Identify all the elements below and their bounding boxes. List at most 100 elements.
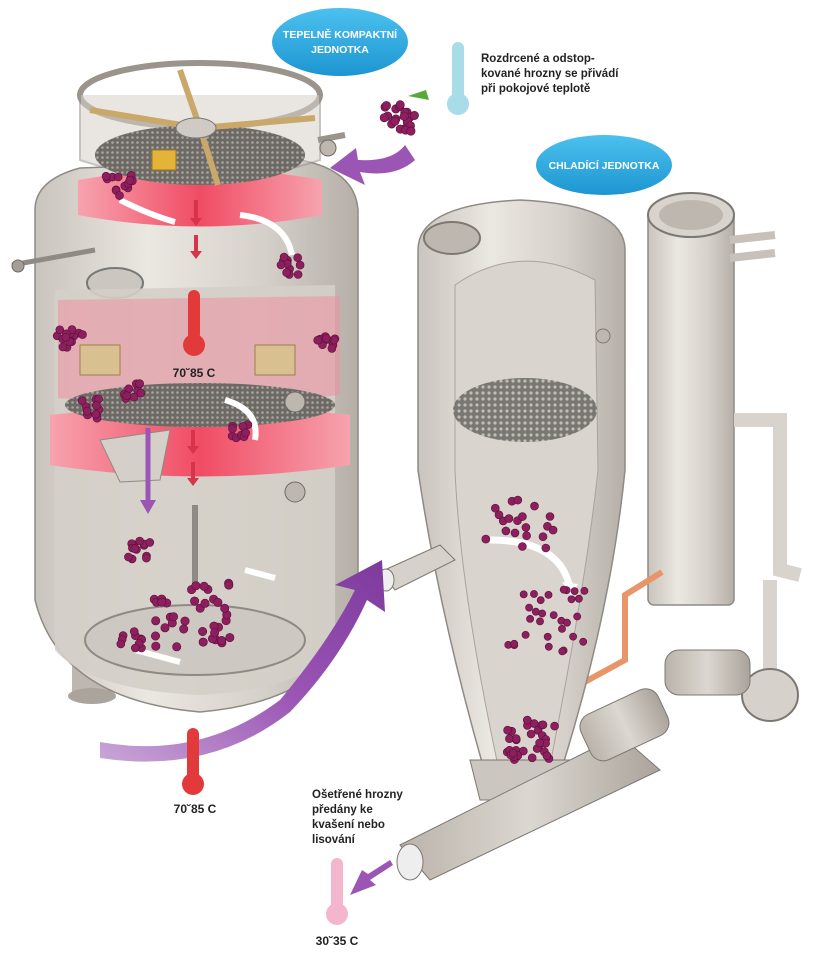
grape-berry bbox=[124, 552, 133, 562]
grape-berry bbox=[508, 748, 518, 758]
cooling-unit-oval bbox=[536, 135, 672, 195]
grape-berry bbox=[501, 526, 511, 536]
heating-unit-oval bbox=[272, 8, 408, 76]
grape-berry bbox=[224, 580, 234, 590]
grape-berry bbox=[511, 734, 521, 743]
grape-berry bbox=[579, 637, 588, 646]
grape-berry bbox=[179, 624, 189, 634]
grape-berry bbox=[198, 637, 208, 647]
grape-berry bbox=[241, 428, 250, 438]
grape-berry bbox=[160, 623, 170, 633]
grape-berry bbox=[199, 581, 209, 591]
grape-berry bbox=[129, 627, 139, 636]
grape-berry bbox=[213, 597, 223, 607]
grape-berry bbox=[527, 753, 537, 763]
output-note-line-1: Ošetřené hrozny bbox=[312, 789, 403, 801]
grape-berry bbox=[530, 590, 538, 598]
internal-flow-arrow-head bbox=[140, 500, 156, 514]
grape-berry bbox=[545, 512, 555, 521]
grape-berry bbox=[225, 633, 235, 643]
grape-berry bbox=[526, 615, 534, 623]
grape-berry bbox=[180, 616, 190, 626]
thermometer-warm-icon bbox=[326, 858, 348, 925]
grape-berry bbox=[575, 594, 583, 603]
inlet-pipe bbox=[317, 132, 346, 143]
grape-berry bbox=[543, 632, 552, 641]
grape-berries-right bbox=[481, 495, 589, 764]
cooling-unit-label: CHLADÍCÍ JEDNOTKA bbox=[536, 135, 672, 195]
main-flow-arrow bbox=[100, 560, 385, 762]
grape-berry bbox=[191, 581, 201, 591]
white-flow-arrow bbox=[224, 397, 259, 441]
grape-berry bbox=[210, 628, 220, 638]
output-arrow bbox=[350, 860, 393, 895]
grape-berry bbox=[198, 626, 208, 636]
grape-berry bbox=[101, 171, 111, 181]
grape-berry bbox=[490, 503, 500, 513]
grape-berry bbox=[92, 401, 101, 410]
grape-berry bbox=[563, 618, 571, 627]
grape-berry bbox=[169, 612, 179, 622]
grape-berry bbox=[518, 512, 527, 521]
grape-berry bbox=[535, 738, 544, 748]
output-note: Ošetřené hrozny předány ke kvašení nebo … bbox=[312, 789, 403, 846]
grape-berry bbox=[526, 729, 536, 739]
grape-berry bbox=[217, 635, 227, 645]
input-note-line-2: kované hrozny se přivádí bbox=[481, 68, 619, 80]
input-arrow bbox=[330, 145, 415, 185]
temperature-tank-outer: 70˘85 C bbox=[174, 802, 217, 816]
grape-berry bbox=[567, 595, 576, 604]
top-mesh-tray bbox=[95, 125, 305, 185]
grape-berry bbox=[544, 591, 553, 599]
incoming-grapes bbox=[379, 100, 419, 136]
thermometer-hot-icon bbox=[182, 728, 204, 795]
temperature-tank-inner: 70˘85 C bbox=[173, 366, 216, 380]
grape-berry bbox=[82, 406, 92, 416]
grape-berry bbox=[548, 525, 558, 535]
central-hub bbox=[175, 117, 217, 139]
drive-motor bbox=[151, 149, 177, 171]
cooling-unit-text: CHLADÍCÍ JEDNOTKA bbox=[549, 159, 660, 172]
grape-berry bbox=[513, 495, 523, 505]
grape-berry bbox=[276, 260, 286, 270]
grape-berry bbox=[116, 639, 126, 649]
white-flow-arrow bbox=[118, 197, 176, 225]
thermometer-cold-icon bbox=[447, 42, 469, 115]
column-cap bbox=[659, 200, 723, 230]
grape-berry bbox=[78, 330, 87, 339]
white-flow-arrow bbox=[244, 567, 276, 581]
output-note-line-4: lisování bbox=[312, 834, 356, 846]
input-note-line-3: při pokojové teplotě bbox=[481, 83, 590, 95]
input-note-line-1: Rozdrcené a odstop- bbox=[481, 53, 595, 65]
grape-berry bbox=[55, 325, 65, 335]
tank-foot bbox=[68, 688, 116, 704]
grape-berry bbox=[536, 596, 545, 604]
heat-exchanger-column bbox=[647, 209, 735, 606]
grape-berry bbox=[295, 260, 305, 270]
grape-berry bbox=[573, 612, 582, 621]
grape-berry bbox=[518, 542, 527, 551]
grape-berry bbox=[503, 725, 512, 735]
grape-berry bbox=[157, 597, 167, 607]
grape-berry bbox=[525, 603, 533, 612]
heating-unit-line-1: TEPELNĚ KOMPAKTNÍ bbox=[283, 28, 398, 41]
return-pipe bbox=[734, 413, 802, 582]
valve bbox=[284, 391, 306, 413]
heating-unit-line-2: JEDNOTKA bbox=[311, 44, 369, 56]
heating-unit-label: TEPELNĚ KOMPAKTNÍ JEDNOTKA bbox=[272, 8, 408, 76]
pump-motor bbox=[664, 649, 751, 696]
grape-berry bbox=[136, 388, 146, 398]
grape-berry bbox=[293, 270, 303, 279]
grape-berry bbox=[536, 617, 544, 626]
grape-berry bbox=[293, 253, 303, 263]
grape-berry bbox=[569, 632, 577, 641]
grape-berry bbox=[522, 531, 531, 541]
grape-berry bbox=[67, 325, 77, 334]
grape-berry bbox=[135, 379, 144, 388]
heat-flow-arrows bbox=[187, 200, 202, 486]
grape-berry bbox=[91, 410, 101, 419]
grape-berry bbox=[522, 715, 532, 725]
grape-berry bbox=[559, 585, 568, 594]
spray-arm bbox=[79, 344, 121, 376]
grape-clusters-left bbox=[52, 171, 340, 653]
